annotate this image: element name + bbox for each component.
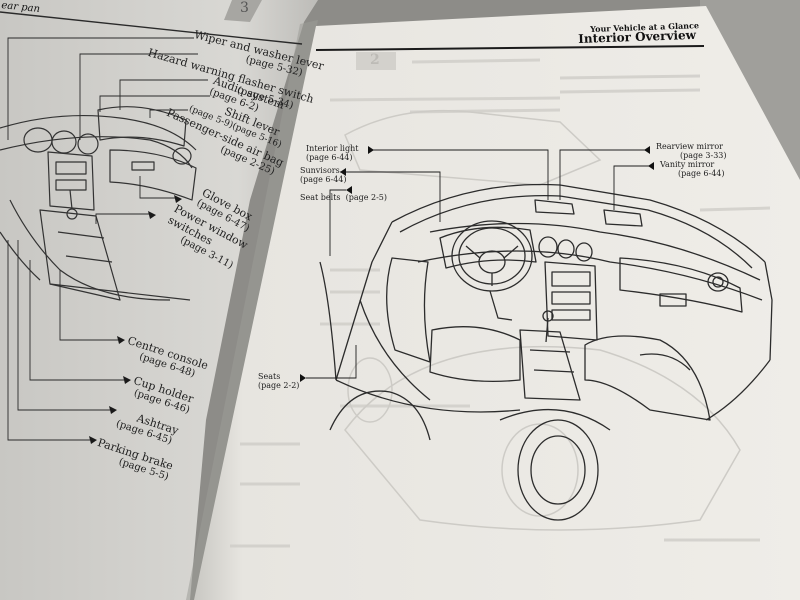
callout-seat-belts: Seat belts (page 2-5) — [300, 185, 387, 204]
callout-ref: (page 6-44) — [306, 153, 353, 162]
callout-name: Vanity mirror — [660, 160, 715, 169]
chapter-number-ghost: 2 — [370, 52, 380, 68]
callout-ref: (page 2-5) — [345, 193, 387, 202]
bleed-through-text — [230, 58, 771, 548]
interior-illustration — [319, 183, 773, 521]
callout-ref: (page 6-44) — [300, 175, 347, 184]
right-arrowheads — [300, 146, 654, 382]
callout-vanity-mirror: Vanity mirror (page 6-44) — [660, 160, 725, 178]
callout-name: Rearview mirror — [656, 142, 723, 151]
callout-seats: Seats (page 2-2) — [258, 372, 299, 390]
left-page-tab — [224, 0, 262, 22]
callout-name: Interior light — [306, 144, 359, 153]
right-page — [194, 6, 800, 600]
left-leaders — [7, 37, 210, 441]
right-leaders — [306, 149, 650, 379]
gutter-shadow — [186, 20, 318, 600]
callout-sunvisors: Sunvisors (page 6-44) — [300, 166, 347, 184]
callout-ref: (page 3-33) — [680, 151, 727, 160]
callout-rearview-mirror: Rearview mirror (page 3-33) — [656, 142, 727, 160]
left-arrowheads — [89, 195, 182, 444]
callout-interior-light: Interior light (page 6-44) — [306, 144, 358, 162]
callout-ref: (page 2-2) — [258, 381, 300, 390]
callout-name: Seat belts — [300, 193, 341, 202]
left-page-tab-number: 3 — [240, 0, 249, 16]
bleed-through-car — [344, 109, 741, 531]
callout-ref: (page 6-44) — [678, 169, 725, 178]
callout-name: Seats — [258, 372, 281, 381]
callout-name: Sunvisors — [300, 166, 340, 175]
